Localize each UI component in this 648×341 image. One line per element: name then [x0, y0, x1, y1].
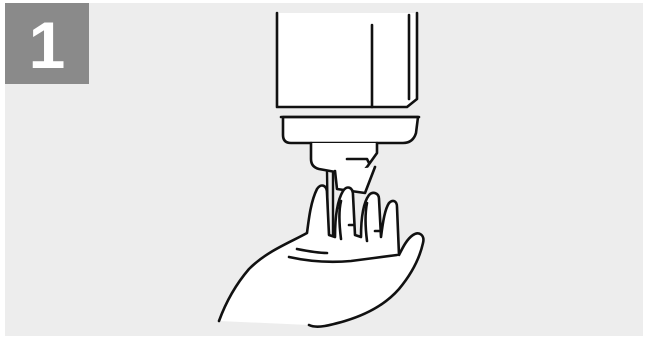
- instruction-panel: 1: [5, 3, 643, 336]
- soap-dispenser-icon: [277, 13, 419, 193]
- step-badge: 1: [5, 3, 89, 84]
- illustration: [5, 3, 643, 336]
- step-number: 1: [29, 12, 66, 78]
- hand-icon: [219, 186, 423, 327]
